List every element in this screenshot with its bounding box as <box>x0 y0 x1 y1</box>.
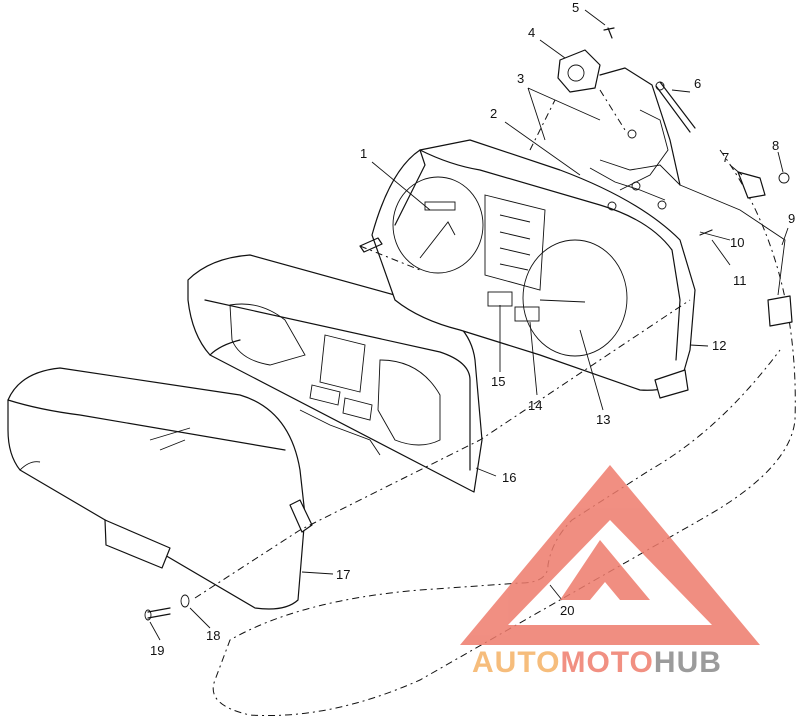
assembly-boundary-line <box>212 149 796 717</box>
callout-20: 20 <box>560 603 574 618</box>
brand-auto: AUTO <box>472 646 560 679</box>
logo-triangle-icon <box>460 465 760 645</box>
callout-1: 1 <box>360 146 367 161</box>
brand-moto: MOTO <box>560 646 653 679</box>
callout-13: 13 <box>596 412 610 427</box>
brand-wordmark: AUTOMOTOHUB <box>472 646 722 679</box>
callout-17: 17 <box>336 567 350 582</box>
washer-screw-parts <box>144 594 190 621</box>
callout-2: 2 <box>490 106 497 121</box>
callout-3: 3 <box>517 71 524 86</box>
callout-8: 8 <box>772 138 779 153</box>
callout-14: 14 <box>528 398 542 413</box>
callout-15: 15 <box>491 374 505 389</box>
bezel-lens-part <box>187 254 483 493</box>
brand-hub: HUB <box>654 646 722 679</box>
callout-16: 16 <box>502 470 516 485</box>
callout-19: 19 <box>150 643 164 658</box>
callout-11: 11 <box>733 273 747 288</box>
callout-6: 6 <box>694 76 701 91</box>
callout-5: 5 <box>572 0 579 15</box>
front-cover-part <box>7 367 313 610</box>
callout-18: 18 <box>206 628 220 643</box>
callout-4: 4 <box>528 25 535 40</box>
watermark-logo: AUTOMOTOHUB <box>460 465 760 679</box>
callout-labels: 1 2 3 4 5 6 7 8 9 10 11 12 13 14 15 16 1… <box>150 0 795 658</box>
wiring-harness-parts <box>557 27 793 327</box>
callout-9: 9 <box>788 211 795 226</box>
alignment-lines <box>194 89 691 599</box>
leader-lines <box>149 9 789 641</box>
callout-12: 12 <box>712 338 726 353</box>
callout-7: 7 <box>722 150 729 165</box>
logo-inner-mark <box>560 540 650 600</box>
callout-10: 10 <box>730 235 744 250</box>
